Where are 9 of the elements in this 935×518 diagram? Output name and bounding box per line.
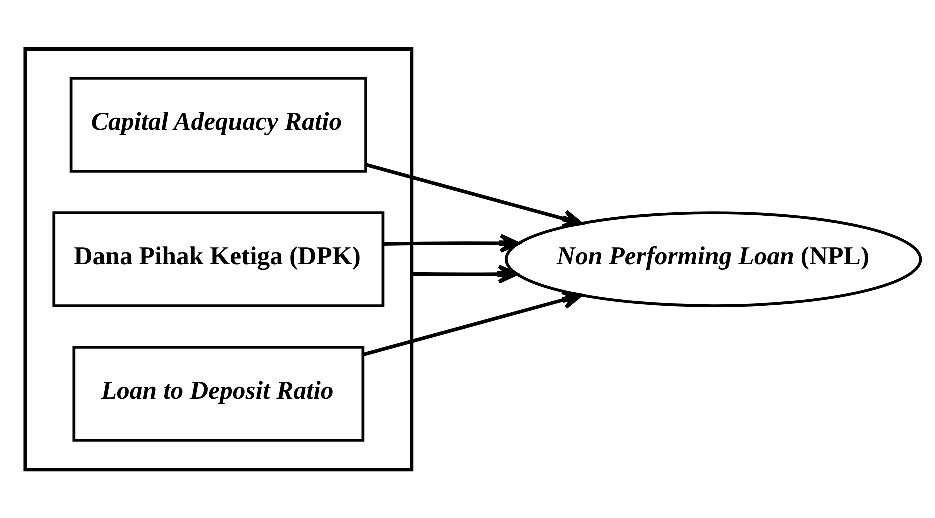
arrow [383, 234, 520, 253]
cluster [24, 46, 414, 472]
node-ellipse: Non Performing Loan (NPL) [504, 211, 922, 307]
arrow [412, 264, 518, 284]
arrow [366, 162, 583, 228]
node-box: Dana Pihak Ketiga (DPK) [52, 211, 385, 307]
node-box: Loan to Deposit Ratio [72, 346, 365, 442]
node-box: Capital Adequacy Ratio [70, 76, 368, 172]
arrow [363, 290, 583, 356]
